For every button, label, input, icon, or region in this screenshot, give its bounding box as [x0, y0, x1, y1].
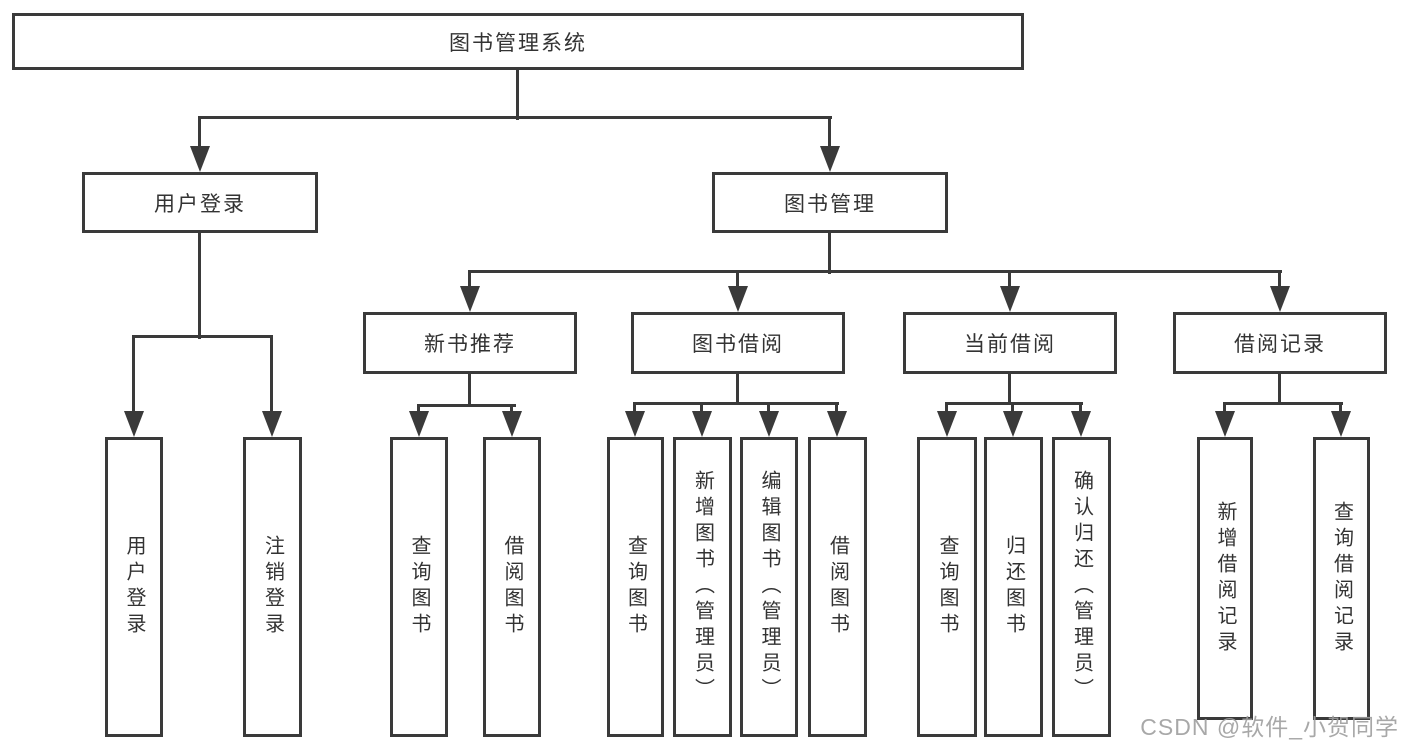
- connector-line: [516, 68, 519, 120]
- connector-line: [835, 403, 838, 415]
- node-nb-query-leaf: 查询图书: [390, 437, 448, 737]
- connector-line: [633, 402, 839, 405]
- arrow-down-icon: [1331, 411, 1351, 437]
- connector-line: [1079, 403, 1082, 415]
- node-new-book-rec: 新书推荐: [363, 312, 577, 374]
- node-root: 图书管理系统: [12, 13, 1024, 70]
- connector-line: [417, 404, 516, 407]
- connector-line: [1008, 372, 1011, 405]
- node-book-mgmt: 图书管理: [712, 172, 948, 233]
- arrow-down-icon: [190, 146, 210, 172]
- arrow-down-icon: [728, 286, 748, 312]
- node-borrow-records: 借阅记录: [1173, 312, 1387, 374]
- node-current-borrow: 当前借阅: [903, 312, 1117, 374]
- arrow-down-icon: [262, 411, 282, 437]
- node-user-login: 用户登录: [82, 172, 318, 233]
- arrow-down-icon: [1071, 411, 1091, 437]
- connector-line: [1008, 271, 1011, 293]
- node-nb-borrow-leaf: 借阅图书: [483, 437, 541, 737]
- connector-line: [132, 335, 273, 338]
- connector-line: [198, 117, 201, 162]
- connector-line: [828, 231, 831, 274]
- connector-line: [468, 271, 471, 293]
- connector-line: [828, 117, 831, 162]
- arrow-down-icon: [1215, 411, 1235, 437]
- node-bb-borrow-leaf: 借阅图书: [808, 437, 867, 737]
- node-br-add-leaf: 新增借阅记录: [1197, 437, 1253, 720]
- connector-line: [1223, 403, 1226, 415]
- arrow-down-icon: [502, 411, 522, 437]
- node-bb-add-leaf: 新增图书（管理员）: [673, 437, 732, 737]
- node-book-borrow: 图书借阅: [631, 312, 845, 374]
- node-bb-edit-leaf: 编辑图书（管理员）: [740, 437, 798, 737]
- node-user-login-leaf: 用户登录: [105, 437, 163, 737]
- arrow-down-icon: [1000, 286, 1020, 312]
- connector-line: [1339, 403, 1342, 415]
- connector-line: [736, 271, 739, 293]
- connector-line: [198, 231, 201, 339]
- node-cb-confirm-leaf: 确认归还（管理员）: [1052, 437, 1111, 737]
- arrow-down-icon: [937, 411, 957, 437]
- node-cb-query-leaf: 查询图书: [917, 437, 977, 737]
- connector-line: [270, 336, 273, 418]
- arrow-down-icon: [625, 411, 645, 437]
- node-logout-leaf: 注销登录: [243, 437, 302, 737]
- connector-line: [633, 403, 636, 415]
- connector-line: [945, 403, 948, 415]
- arrow-down-icon: [759, 411, 779, 437]
- connector-line: [767, 403, 770, 415]
- arrow-down-icon: [124, 411, 144, 437]
- connector-line: [132, 336, 135, 418]
- connector-line: [945, 402, 1083, 405]
- connector-line: [1278, 271, 1281, 293]
- connector-line: [1011, 403, 1014, 415]
- arrow-down-icon: [820, 146, 840, 172]
- arrow-down-icon: [460, 286, 480, 312]
- arrow-down-icon: [1003, 411, 1023, 437]
- node-cb-return-leaf: 归还图书: [984, 437, 1043, 737]
- connector-line: [1278, 372, 1281, 405]
- connector-line: [198, 116, 832, 119]
- connector-line: [700, 403, 703, 415]
- connector-line: [468, 270, 1282, 273]
- connector-line: [1223, 402, 1343, 405]
- arrow-down-icon: [692, 411, 712, 437]
- csdn-watermark: CSDN @软件_小贺同学: [1140, 714, 1399, 740]
- connector-line: [468, 372, 471, 407]
- arrow-down-icon: [827, 411, 847, 437]
- node-bb-query-leaf: 查询图书: [607, 437, 664, 737]
- arrow-down-icon: [409, 411, 429, 437]
- node-br-query-leaf: 查询借阅记录: [1313, 437, 1370, 720]
- connector-line: [736, 372, 739, 405]
- arrow-down-icon: [1270, 286, 1290, 312]
